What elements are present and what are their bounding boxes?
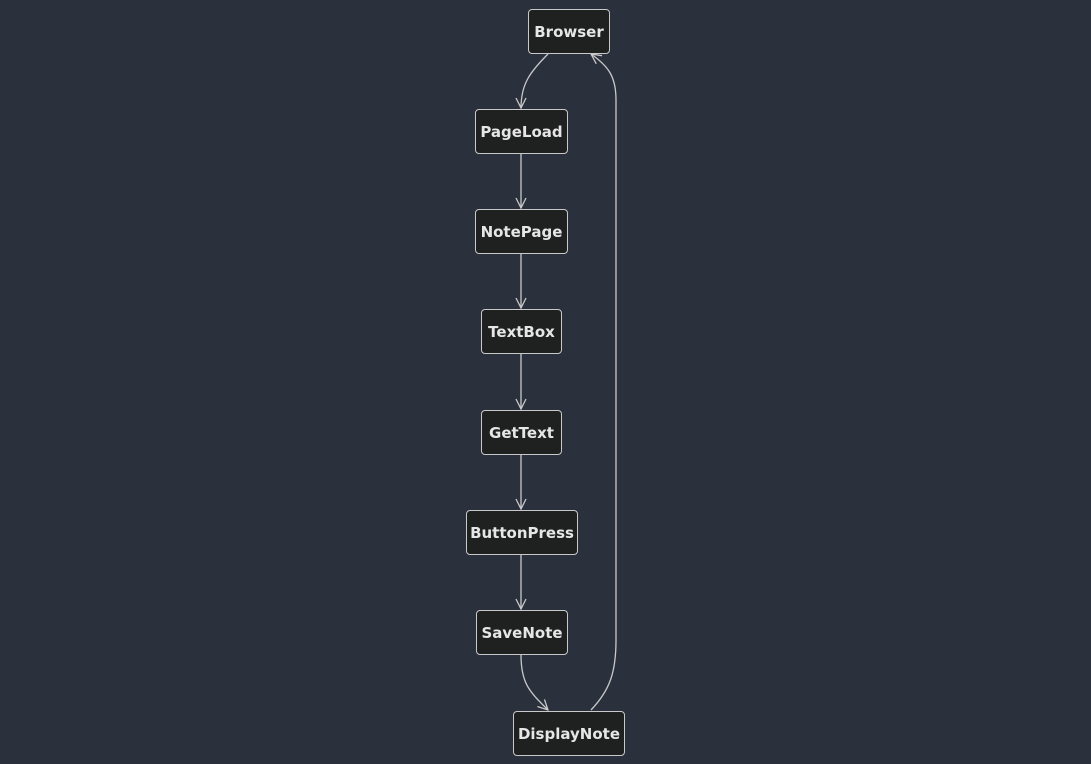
node-gettext-label: GetText [489,423,554,442]
node-displaynote-label: DisplayNote [517,724,621,743]
node-savenote-label: SaveNote [481,623,563,642]
edge-browser-to-pageload [521,53,549,108]
node-buttonpress-label: ButtonPress [470,523,574,542]
node-gettext[interactable]: GetText [481,410,562,455]
node-browser[interactable]: Browser [528,9,610,54]
node-browser-label: Browser [534,22,604,41]
edge-savenote-to-displaynote [520,654,548,710]
node-notepage-label: NotePage [480,222,563,241]
node-notepage[interactable]: NotePage [475,209,568,254]
node-pageload-label: PageLoad [480,122,563,141]
node-displaynote[interactable]: DisplayNote [513,711,625,756]
edge-displaynote-to-browser [591,54,617,711]
node-buttonpress[interactable]: ButtonPress [466,510,578,555]
node-savenote[interactable]: SaveNote [476,610,568,655]
node-pageload[interactable]: PageLoad [475,109,568,154]
node-textbox-label: TextBox [488,322,555,341]
node-textbox[interactable]: TextBox [481,309,562,354]
